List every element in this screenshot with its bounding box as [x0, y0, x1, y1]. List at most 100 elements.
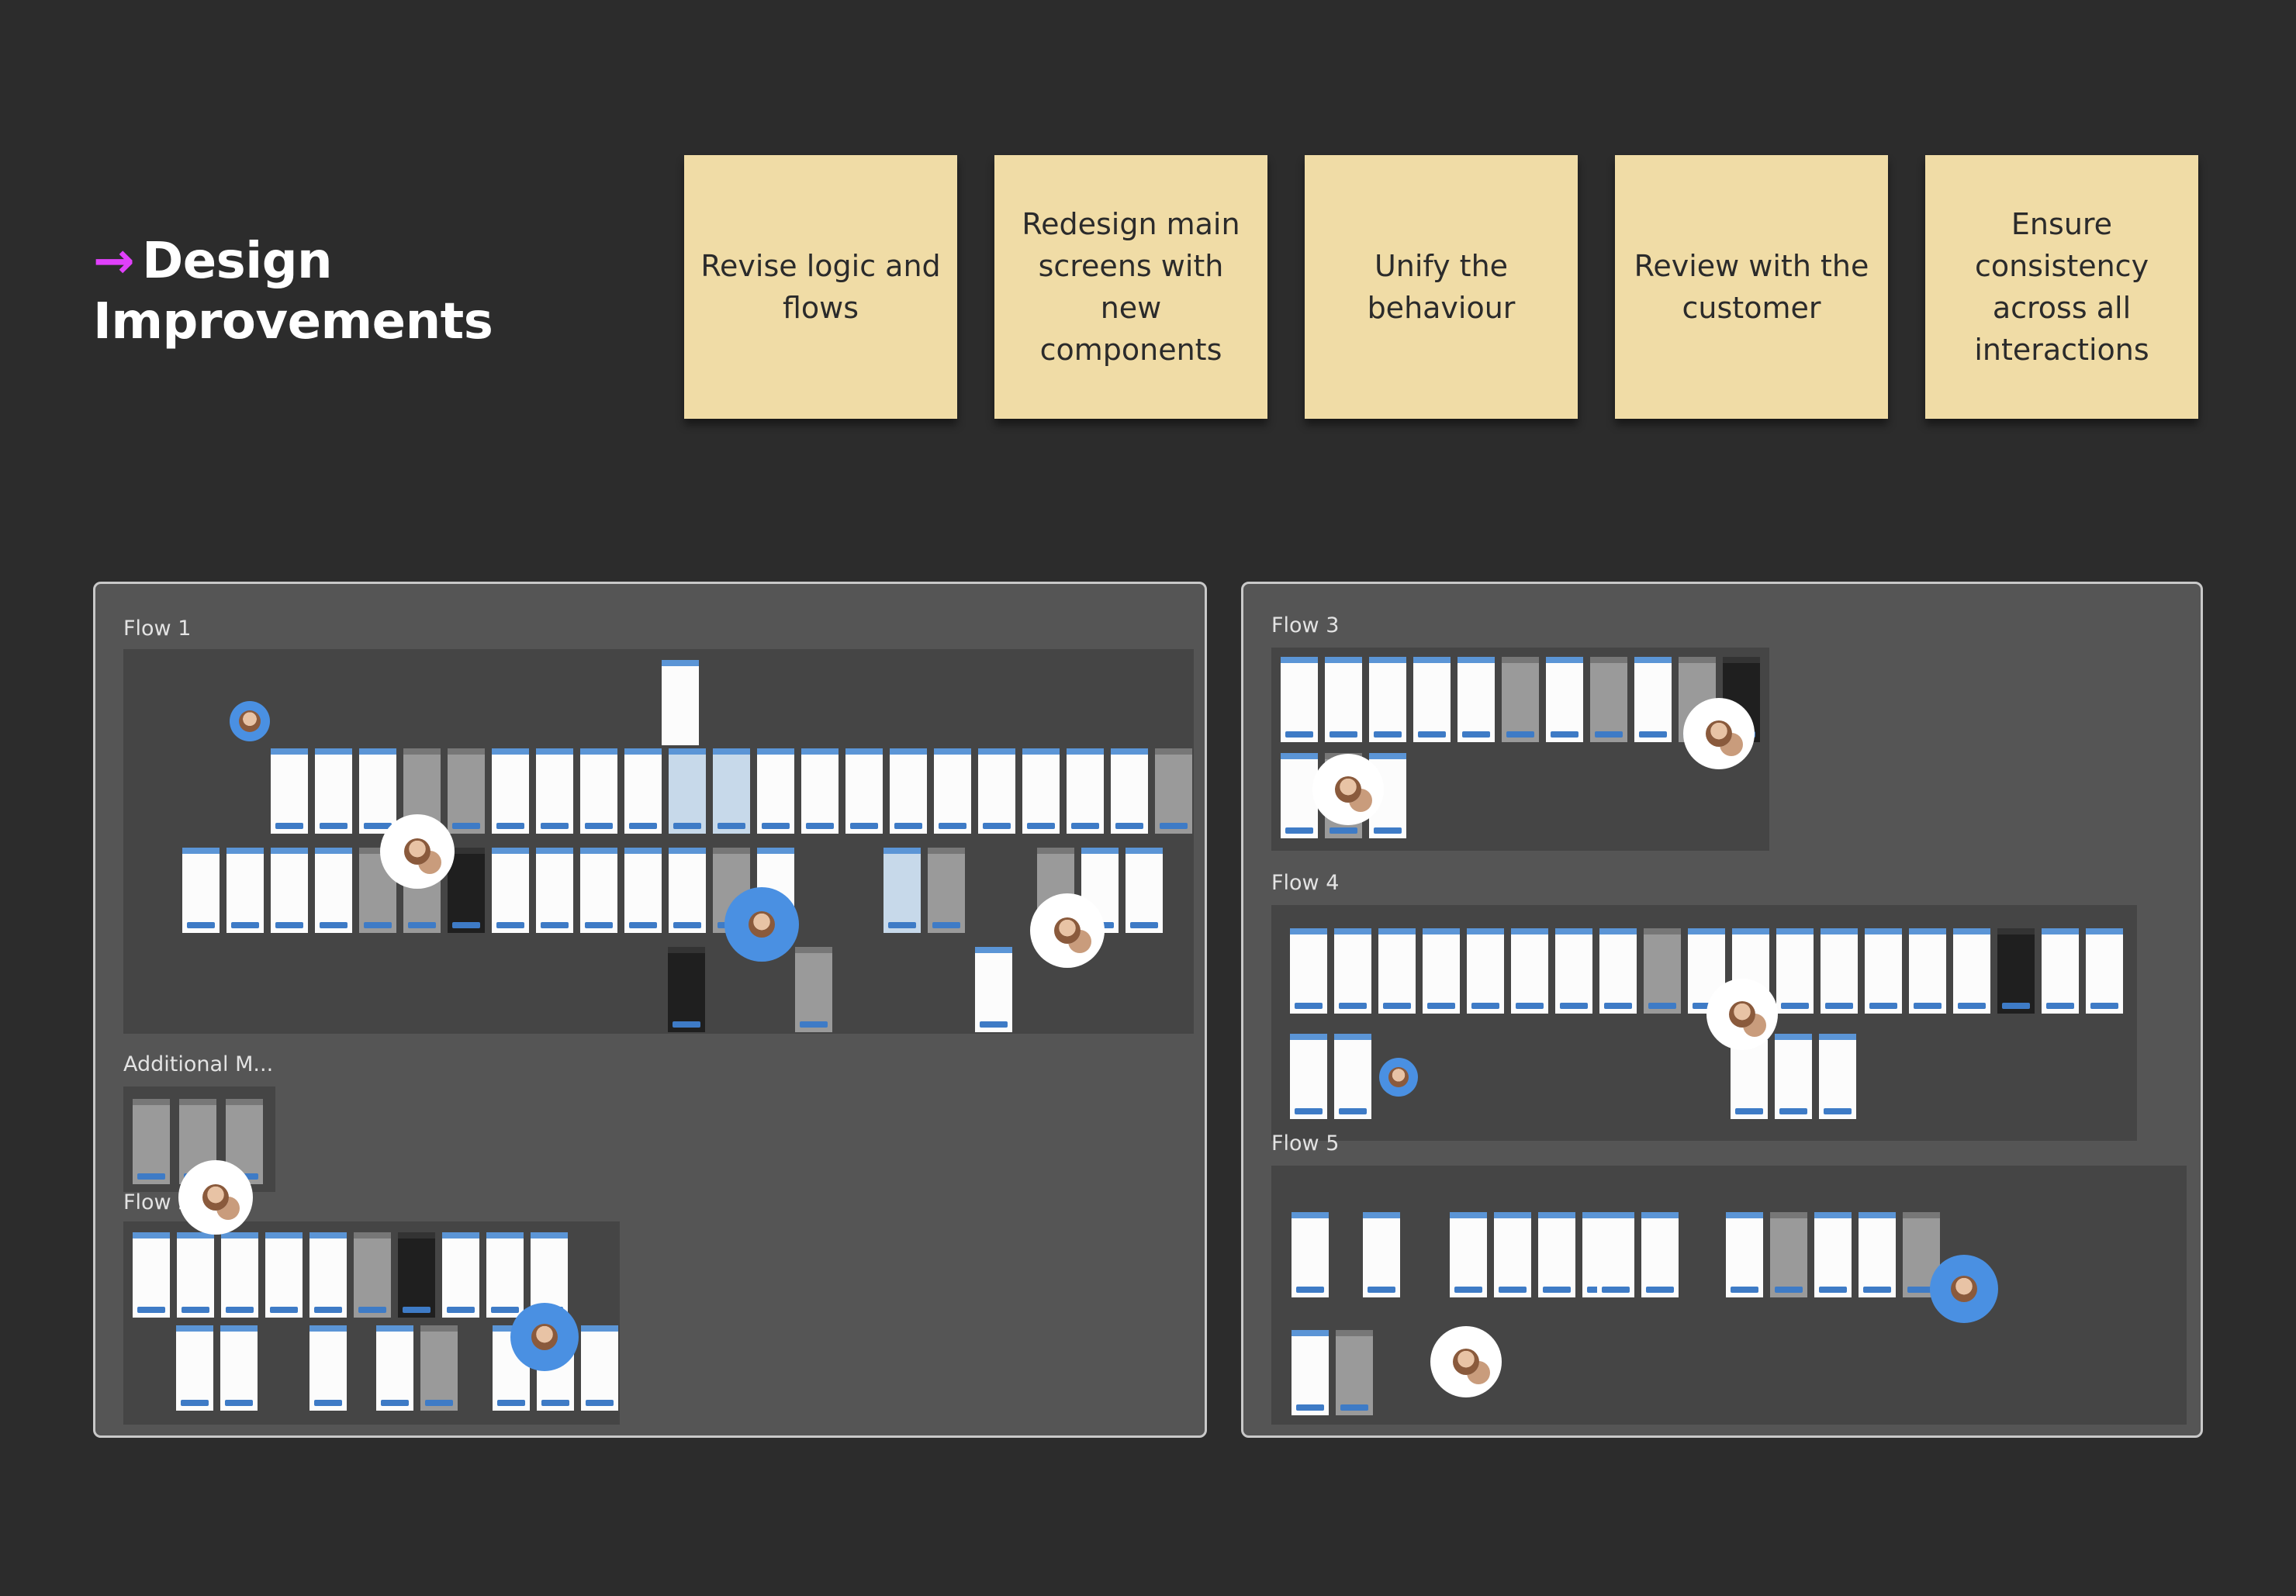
- sticky-note-4[interactable]: Review with the customer: [1615, 155, 1888, 419]
- screen-thumbnail: [448, 848, 485, 933]
- screen-thumbnail: [1634, 657, 1672, 742]
- screen-thumbnail: [1413, 657, 1451, 742]
- screen-thumbnail: [1597, 1212, 1634, 1297]
- flow-1-frame[interactable]: [123, 649, 1194, 1034]
- screen-thumbnail: [1819, 1034, 1856, 1119]
- screen-thumbnail: [133, 1099, 170, 1184]
- screen-thumbnail: [1903, 1212, 1940, 1297]
- screen-thumbnail: [309, 1325, 347, 1411]
- comment-avatar-group[interactable]: [1683, 698, 1755, 769]
- screen-thumbnail: [668, 947, 705, 1032]
- screen-thumbnail: [442, 1232, 479, 1318]
- screen-thumbnail: [1641, 1212, 1679, 1297]
- sticky-note-5[interactable]: Ensure consistency across all interactio…: [1925, 155, 2198, 419]
- section-heading: →Design Improvements: [93, 231, 493, 352]
- screen-thumbnail: [1369, 657, 1406, 742]
- screen-thumbnail: [1909, 928, 1946, 1014]
- comment-avatar[interactable]: [1930, 1255, 1998, 1323]
- screen-thumbnail: [1859, 1212, 1896, 1297]
- screen-thumbnail: [1953, 928, 1990, 1014]
- screen-thumbnail: [883, 848, 921, 933]
- screen-thumbnail: [221, 1232, 258, 1318]
- screen-thumbnail: [1363, 1212, 1400, 1297]
- user-faces-icon: [202, 1184, 229, 1211]
- screen-thumbnail: [448, 748, 485, 834]
- comment-avatar-group[interactable]: [1706, 979, 1778, 1050]
- screen-thumbnail: [1770, 1212, 1807, 1297]
- screen-thumbnail: [182, 848, 220, 933]
- user-face-icon: [531, 1324, 558, 1350]
- screen-thumbnail: [669, 848, 706, 933]
- screen-thumbnail: [1450, 1212, 1487, 1297]
- comment-avatar-group[interactable]: [1030, 893, 1105, 968]
- flow-3-label[interactable]: Flow 3: [1271, 613, 1340, 637]
- flow-5-label[interactable]: Flow 5: [1271, 1131, 1340, 1156]
- screen-thumbnail: [1292, 1212, 1329, 1297]
- user-face-icon: [1951, 1276, 1977, 1302]
- user-faces-icon: [1706, 720, 1732, 747]
- sticky-note-1[interactable]: Revise logic and flows: [684, 155, 957, 419]
- screen-thumbnail: [226, 848, 264, 933]
- right-flows-panel[interactable]: Flow 3 Flow 4 Flow 5: [1241, 582, 2203, 1438]
- screen-thumbnail: [1502, 657, 1539, 742]
- screen-thumbnail: [271, 748, 308, 834]
- comment-avatar[interactable]: [724, 887, 799, 962]
- screen-thumbnail: [420, 1325, 458, 1411]
- screen-thumbnail: [398, 1232, 435, 1318]
- screen-thumbnail: [662, 660, 699, 745]
- comment-avatar-group[interactable]: [380, 814, 455, 889]
- screen-thumbnail: [315, 748, 352, 834]
- screen-thumbnail: [1997, 928, 2035, 1014]
- screen-thumbnail: [624, 748, 662, 834]
- screen-thumbnail: [1334, 1034, 1371, 1119]
- user-faces-icon: [1054, 917, 1081, 944]
- screen-thumbnail: [934, 748, 971, 834]
- comment-avatar[interactable]: [1379, 1058, 1418, 1097]
- screen-thumbnail: [220, 1325, 258, 1411]
- sticky-note-2[interactable]: Redesign main screens with new component…: [994, 155, 1267, 419]
- screen-thumbnail: [580, 848, 617, 933]
- screen-thumbnail: [1775, 1034, 1812, 1119]
- screen-thumbnail: [795, 947, 832, 1032]
- screen-thumbnail: [1599, 928, 1637, 1014]
- user-faces-icon: [404, 838, 430, 865]
- screen-thumbnail: [669, 748, 706, 834]
- user-face-icon: [239, 710, 261, 732]
- comment-avatar-group[interactable]: [1312, 754, 1384, 825]
- user-faces-icon: [1729, 1001, 1755, 1028]
- screen-thumbnail: [1290, 1034, 1327, 1119]
- flow-4-label[interactable]: Flow 4: [1271, 871, 1340, 895]
- user-face-icon: [1388, 1067, 1409, 1087]
- screen-thumbnail: [1494, 1212, 1531, 1297]
- comment-avatar-group[interactable]: [1430, 1326, 1502, 1397]
- comment-avatar[interactable]: [230, 701, 270, 741]
- comment-avatar-group[interactable]: [178, 1160, 253, 1235]
- screen-thumbnail: [1821, 928, 1858, 1014]
- screen-thumbnail: [133, 1232, 170, 1318]
- flow-1-screens: [123, 649, 1194, 1034]
- screen-thumbnail: [581, 1325, 618, 1411]
- screen-thumbnail: [1281, 657, 1318, 742]
- screen-thumbnail: [845, 748, 883, 834]
- flow-1-label[interactable]: Flow 1: [123, 617, 192, 641]
- screen-thumbnail: [1290, 928, 1327, 1014]
- screen-thumbnail: [1814, 1212, 1852, 1297]
- comment-avatar[interactable]: [510, 1303, 579, 1371]
- screen-thumbnail: [1467, 928, 1504, 1014]
- screen-thumbnail: [1538, 1212, 1575, 1297]
- screen-thumbnail: [1726, 1212, 1763, 1297]
- screen-thumbnail: [354, 1232, 391, 1318]
- flow-4-frame[interactable]: [1271, 905, 2137, 1141]
- flow-5-frame[interactable]: [1271, 1166, 2187, 1425]
- additional-label[interactable]: Additional M...: [123, 1052, 274, 1076]
- user-face-icon: [749, 911, 775, 938]
- screen-thumbnail: [1126, 848, 1163, 933]
- screen-thumbnail: [1281, 753, 1318, 838]
- screen-thumbnail: [713, 748, 750, 834]
- screen-thumbnail: [376, 1325, 413, 1411]
- sticky-note-3[interactable]: Unify the behaviour: [1305, 155, 1578, 419]
- screen-thumbnail: [624, 848, 662, 933]
- heading-line-2: Improvements: [93, 293, 493, 351]
- screen-thumbnail: [536, 748, 573, 834]
- screen-thumbnail: [1457, 657, 1495, 742]
